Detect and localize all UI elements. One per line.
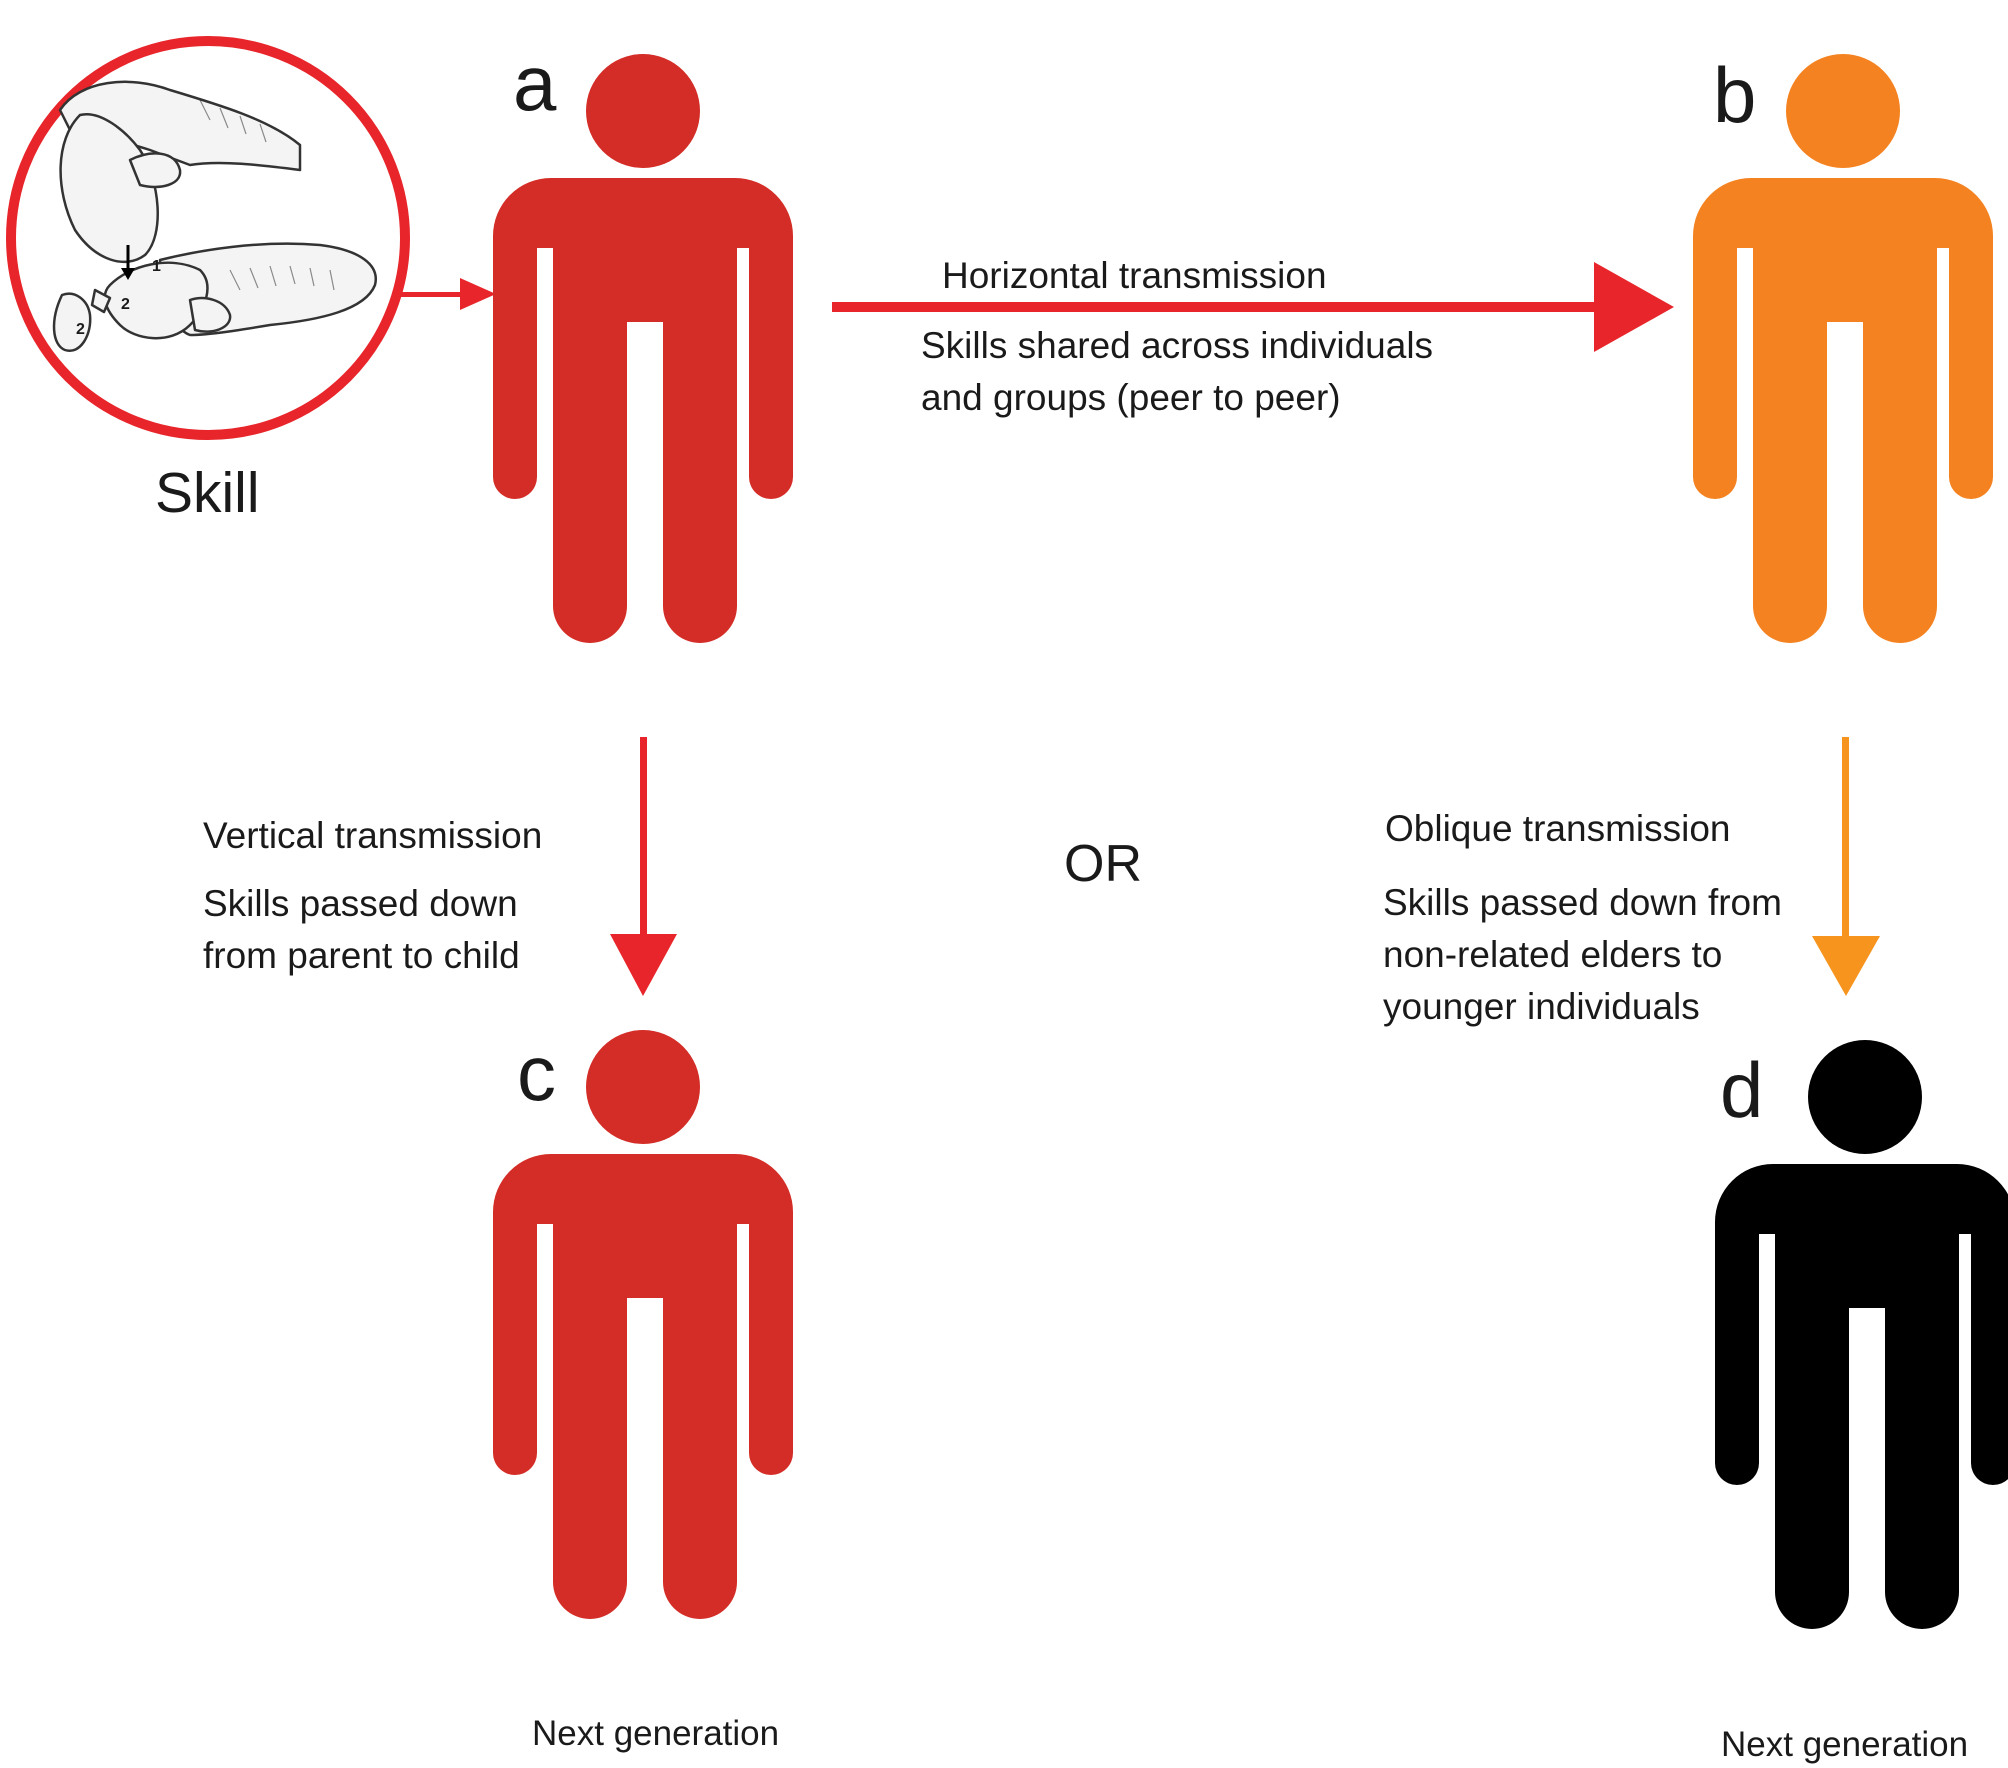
skill-illustration <box>6 36 410 440</box>
horizontal-desc-line1: Skills shared across individuals <box>921 325 1434 366</box>
person-d-caption: Next generation <box>1721 1725 1969 1764</box>
skill-to-a-arrow <box>400 278 496 310</box>
flint-knapping-hands-icon <box>52 80 377 352</box>
vertical-desc-line1: Skills passed down <box>203 883 518 924</box>
vertical-arrow <box>610 737 677 996</box>
person-c-letter: c <box>517 1029 556 1117</box>
skill-step-2b: 2 <box>76 321 85 338</box>
skill-label: Skill <box>155 461 260 525</box>
person-b-figure <box>1693 54 1993 643</box>
skill-step-1: 1 <box>152 258 161 275</box>
person-a-letter: a <box>513 39 557 127</box>
person-d-letter: d <box>1720 1046 1764 1134</box>
person-a-figure <box>493 54 793 643</box>
horizontal-desc-line2: and groups (peer to peer) <box>921 377 1341 418</box>
vertical-title: Vertical transmission <box>203 815 543 856</box>
skill-step-2a: 2 <box>121 296 130 313</box>
person-c-caption: Next generation <box>532 1714 780 1753</box>
oblique-desc-line2: non-related elders to <box>1383 934 1723 975</box>
oblique-desc-line1: Skills passed down from <box>1383 882 1782 923</box>
horizontal-arrow <box>832 262 1674 352</box>
vertical-desc-line2: from parent to child <box>203 935 520 976</box>
oblique-desc-line3: younger individuals <box>1383 986 1700 1027</box>
horizontal-title: Horizontal transmission <box>942 255 1327 296</box>
or-connector: OR <box>1064 835 1142 893</box>
oblique-arrow <box>1812 737 1880 996</box>
oblique-title: Oblique transmission <box>1385 808 1731 849</box>
person-c-figure <box>493 1030 793 1619</box>
person-b-letter: b <box>1713 51 1757 139</box>
